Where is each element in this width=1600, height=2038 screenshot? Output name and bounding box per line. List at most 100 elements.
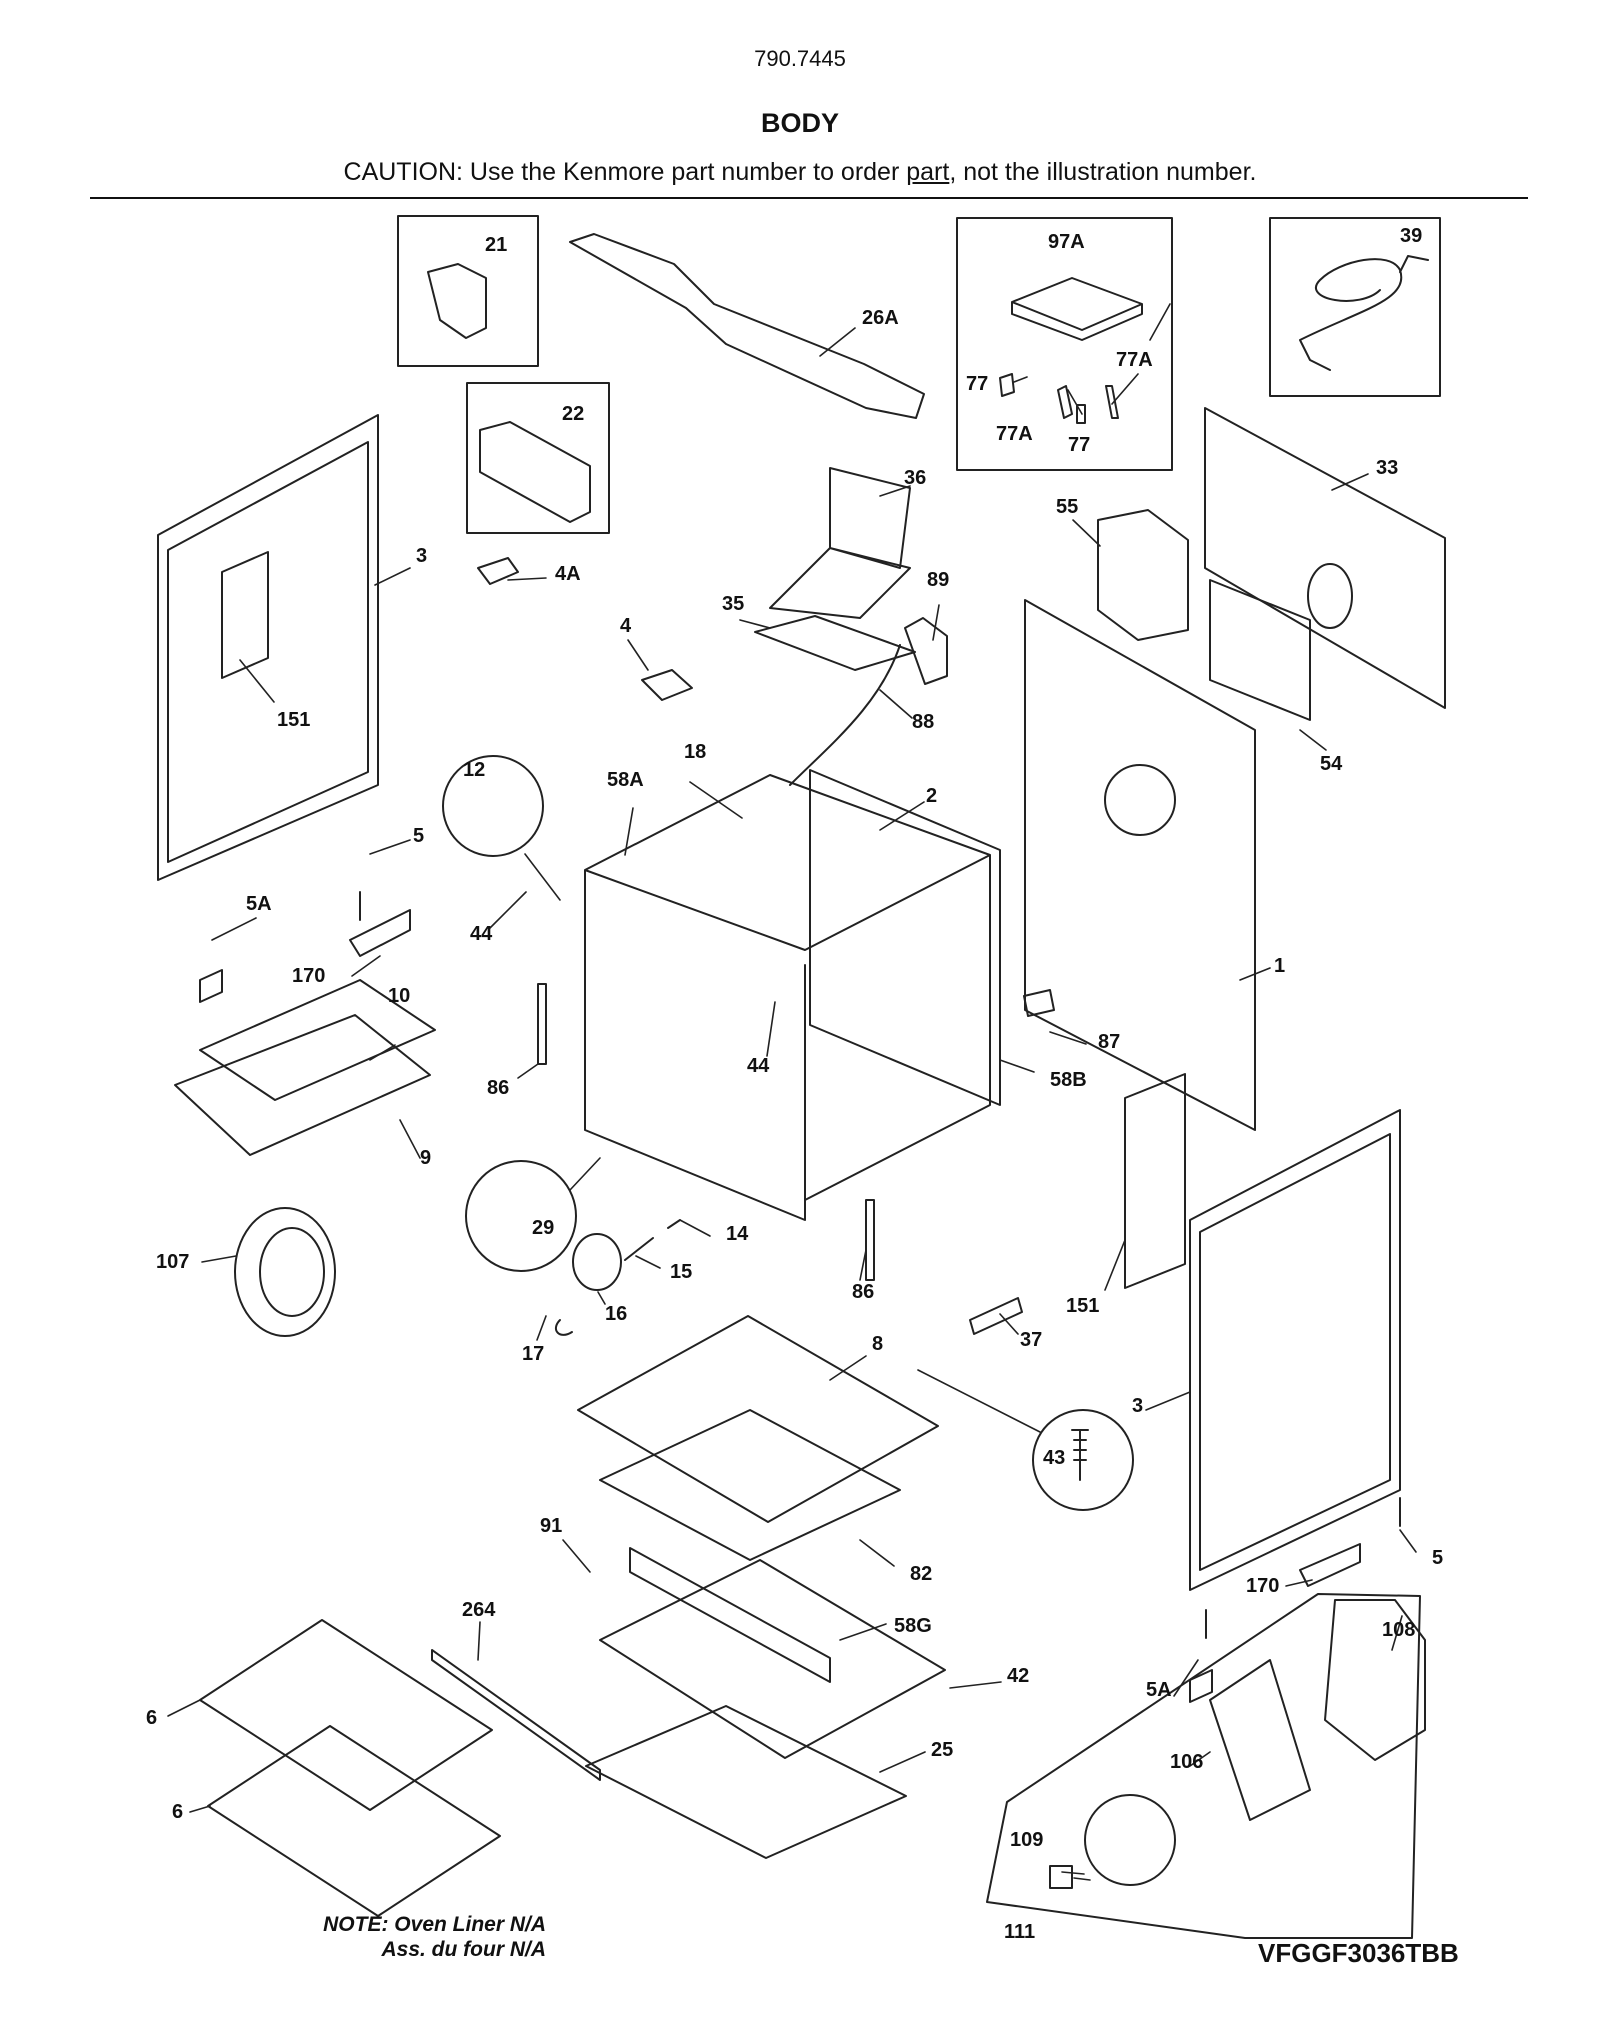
callout-label: 264 <box>462 1599 496 1621</box>
part-6-rack-lower <box>207 1725 501 1917</box>
callout-label: 170 <box>292 965 326 987</box>
oven-liner-note: NOTE: Oven Liner N/A Ass. du four N/A <box>300 1912 546 1962</box>
part-33-opening <box>1307 563 1353 629</box>
part-9-broil-pan <box>174 1014 431 1156</box>
inset-box-97a <box>956 217 1173 471</box>
part-55-cover <box>1097 509 1189 641</box>
part-97a-board <box>1011 277 1143 341</box>
part-42-drawer-frame <box>599 1559 946 1759</box>
part-4a-clip <box>477 557 519 585</box>
callout-label: 29 <box>532 1217 555 1239</box>
callout-label: 35 <box>722 593 745 615</box>
callout-label: 58A <box>607 769 644 791</box>
callout-label: 8 <box>872 1333 884 1355</box>
part-25-bottom-plate <box>585 1705 907 1859</box>
callout-label: 39 <box>1400 225 1423 247</box>
caution-part-word: part <box>906 158 950 186</box>
leader-lines <box>167 303 1417 1881</box>
callout-label: 107 <box>156 1251 190 1273</box>
part-5-leveler-pins <box>359 891 1401 1639</box>
part-88-wire <box>789 644 901 786</box>
header-divider <box>90 197 1528 199</box>
part-87-block <box>1023 989 1055 1017</box>
inset-box-fan-assembly <box>986 1593 1421 1939</box>
part-151-left-bracket <box>221 551 269 679</box>
inset-box-22 <box>466 382 610 534</box>
callout-label: 89 <box>927 569 950 591</box>
callout-label: 54 <box>1320 753 1343 775</box>
caution-text-start: CAUTION: Use the Kenmore part number to … <box>343 158 907 186</box>
callout-label: 1 <box>1274 955 1286 977</box>
part-16-lens <box>572 1233 622 1291</box>
callout-label: 87 <box>1098 1031 1121 1053</box>
callout-label: 58B <box>1050 1069 1087 1091</box>
callout-label: 82 <box>910 1563 933 1585</box>
caution-text-end: , not the illustration number. <box>949 158 1257 186</box>
part-5a-levelers <box>199 969 1213 1703</box>
part-109-fan-blade <box>1084 1794 1176 1886</box>
part-107-grille <box>259 1227 325 1317</box>
callout-label: 6 <box>146 1707 158 1729</box>
callout-label: 42 <box>1007 1665 1030 1687</box>
part-15-14-bulb-socket <box>624 1219 681 1261</box>
callout-label: 77A <box>996 423 1033 445</box>
callout-label: 33 <box>1376 457 1399 479</box>
model-code: VFGGF3036TBB <box>1258 1938 1459 1968</box>
part-106-bracket <box>1209 1659 1311 1821</box>
part-35-pad <box>754 615 916 671</box>
callout-label: 55 <box>1056 496 1079 518</box>
callout-label: 18 <box>684 741 707 763</box>
callout-label: 44 <box>747 1055 770 1077</box>
callout-label: 108 <box>1382 1619 1416 1641</box>
detail-circle-12 <box>442 755 544 857</box>
callout-label: 3 <box>1132 1395 1144 1417</box>
part-8-oven-bottom <box>577 1315 939 1523</box>
part-17-clip <box>554 1319 573 1336</box>
part-1-back-panel <box>1024 599 1256 1131</box>
part-21-switch <box>427 263 487 339</box>
diagram-number: 790.7445 <box>754 46 846 71</box>
callout-label: 21 <box>485 234 508 256</box>
part-1-hub <box>1104 764 1176 836</box>
callout-label: 2 <box>926 785 938 807</box>
note-line-english: NOTE: Oven Liner N/A <box>323 1913 546 1936</box>
callout-label: 4A <box>555 563 581 585</box>
callout-label: 10 <box>388 985 411 1007</box>
callout-label: 16 <box>605 1303 628 1325</box>
callout-label: 17 <box>522 1343 545 1365</box>
part-36-vent <box>769 467 911 619</box>
callout-label: 88 <box>912 711 935 733</box>
callout-label: 25 <box>931 1739 954 1761</box>
part-58b-insulation <box>809 769 1001 1106</box>
callout-label: 15 <box>670 1261 693 1283</box>
detail-circle-43 <box>1032 1409 1134 1511</box>
part-10-broil-grid <box>199 979 436 1101</box>
part-3-right-side-panel <box>1189 1109 1401 1591</box>
callout-label: 91 <box>540 1515 563 1537</box>
callout-label: 77 <box>966 373 989 395</box>
page-title: BODY <box>760 108 839 138</box>
callout-label: 26A <box>862 307 899 329</box>
part-170-brackets <box>349 909 1361 1587</box>
callout-label: 151 <box>1066 1295 1100 1317</box>
callout-label: 6 <box>172 1801 184 1823</box>
callout-label: 5 <box>1432 1547 1444 1569</box>
part-37-clip <box>969 1297 1023 1335</box>
part-26a-bracket <box>569 233 925 419</box>
callout-label: 36 <box>904 467 927 489</box>
part-264-trim <box>431 1649 601 1781</box>
callout-label: 5A <box>246 893 272 915</box>
callout-label: 77 <box>1068 434 1091 456</box>
callout-label: 77A <box>1116 349 1153 371</box>
note-line-french: Ass. du four N/A <box>381 1938 546 1962</box>
part-4-clip <box>641 669 693 701</box>
part-39-power-cord <box>1299 255 1429 371</box>
callout-label: 111 <box>1004 1921 1036 1943</box>
callout-label: 97A <box>1048 231 1085 253</box>
callout-label: 86 <box>487 1077 510 1099</box>
part-108-motor <box>1324 1599 1426 1761</box>
callout-label: 5A <box>1146 1679 1172 1701</box>
part-89-bracket <box>904 617 948 685</box>
part-107-fan-cover <box>234 1207 336 1337</box>
callout-label: 58G <box>894 1615 932 1637</box>
